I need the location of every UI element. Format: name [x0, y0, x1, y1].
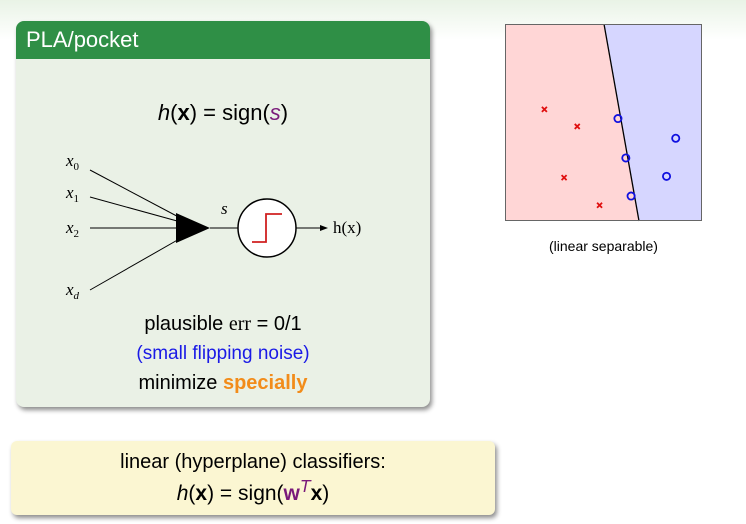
- input-line-x1: [89, 196, 189, 225]
- cross-point-1: [574, 123, 581, 130]
- eq-sign: = sign(: [197, 100, 270, 125]
- circle-point-2: [621, 153, 631, 163]
- plot-frame: [505, 24, 702, 221]
- hypothesis-formula: h(x) = sign(s): [157, 100, 289, 125]
- err-symbol: err: [228, 313, 252, 335]
- summation-node: [176, 213, 210, 243]
- sign-activation-circle: [237, 198, 297, 258]
- close-paren: ): [280, 100, 289, 125]
- plausible-suffix: = 0/1: [251, 313, 302, 335]
- summary-h: h: [176, 482, 189, 505]
- summary-eq: = sign(: [214, 482, 284, 505]
- block-title: PLA/pocket: [16, 21, 430, 59]
- circle-point-4: [626, 191, 636, 201]
- pla-pocket-block: PLA/pocket: [16, 21, 430, 407]
- cross-point-2: [560, 174, 568, 181]
- arrow-head-icon: [320, 225, 328, 231]
- label-s: s: [221, 199, 228, 218]
- plausible-prefix: plausible: [144, 313, 229, 335]
- minimize-emphasis: specially: [222, 372, 308, 394]
- input-line-xd: [89, 233, 189, 291]
- summary-close: ): [322, 482, 330, 505]
- circle-point-0: [613, 114, 623, 124]
- noise-note: (small flipping noise): [136, 343, 310, 364]
- separating-line: [603, 24, 640, 222]
- summary-x: x: [195, 482, 208, 505]
- label-x1: x1: [65, 183, 79, 205]
- summary-w: w: [283, 482, 300, 505]
- summary-T: T: [299, 476, 311, 496]
- minimize-line: minimize specially: [16, 372, 430, 395]
- summary-line1: linear (hyperplane) classifiers:: [120, 451, 386, 473]
- label-xd: xd: [65, 280, 80, 302]
- cross-point-3: [596, 202, 603, 209]
- s-symbol: s: [269, 100, 281, 125]
- summary-formula: h(x) = sign(wTx): [176, 476, 330, 505]
- input-line-x0: [89, 169, 189, 223]
- cross-point-0: [541, 106, 548, 113]
- label-x0: x0: [65, 151, 80, 173]
- plot-caption: (linear separable): [549, 238, 658, 254]
- circle-point-1: [671, 133, 681, 143]
- negative-region: [505, 24, 639, 221]
- separable-plot: [505, 24, 702, 222]
- summary-x2: x: [310, 482, 323, 505]
- label-output: h(x): [333, 218, 361, 237]
- x-vector: x: [177, 100, 190, 125]
- minimize-prefix: minimize: [138, 372, 223, 394]
- step-function-icon: [252, 213, 282, 243]
- positive-region: [604, 24, 702, 221]
- h-symbol: h: [157, 100, 171, 125]
- summary-box: linear (hyperplane) classifiers: h(x) = …: [11, 441, 495, 515]
- circle-point-3: [662, 171, 672, 181]
- plausible-err-line: plausible err = 0/1: [16, 313, 430, 336]
- label-x2: x2: [65, 218, 79, 240]
